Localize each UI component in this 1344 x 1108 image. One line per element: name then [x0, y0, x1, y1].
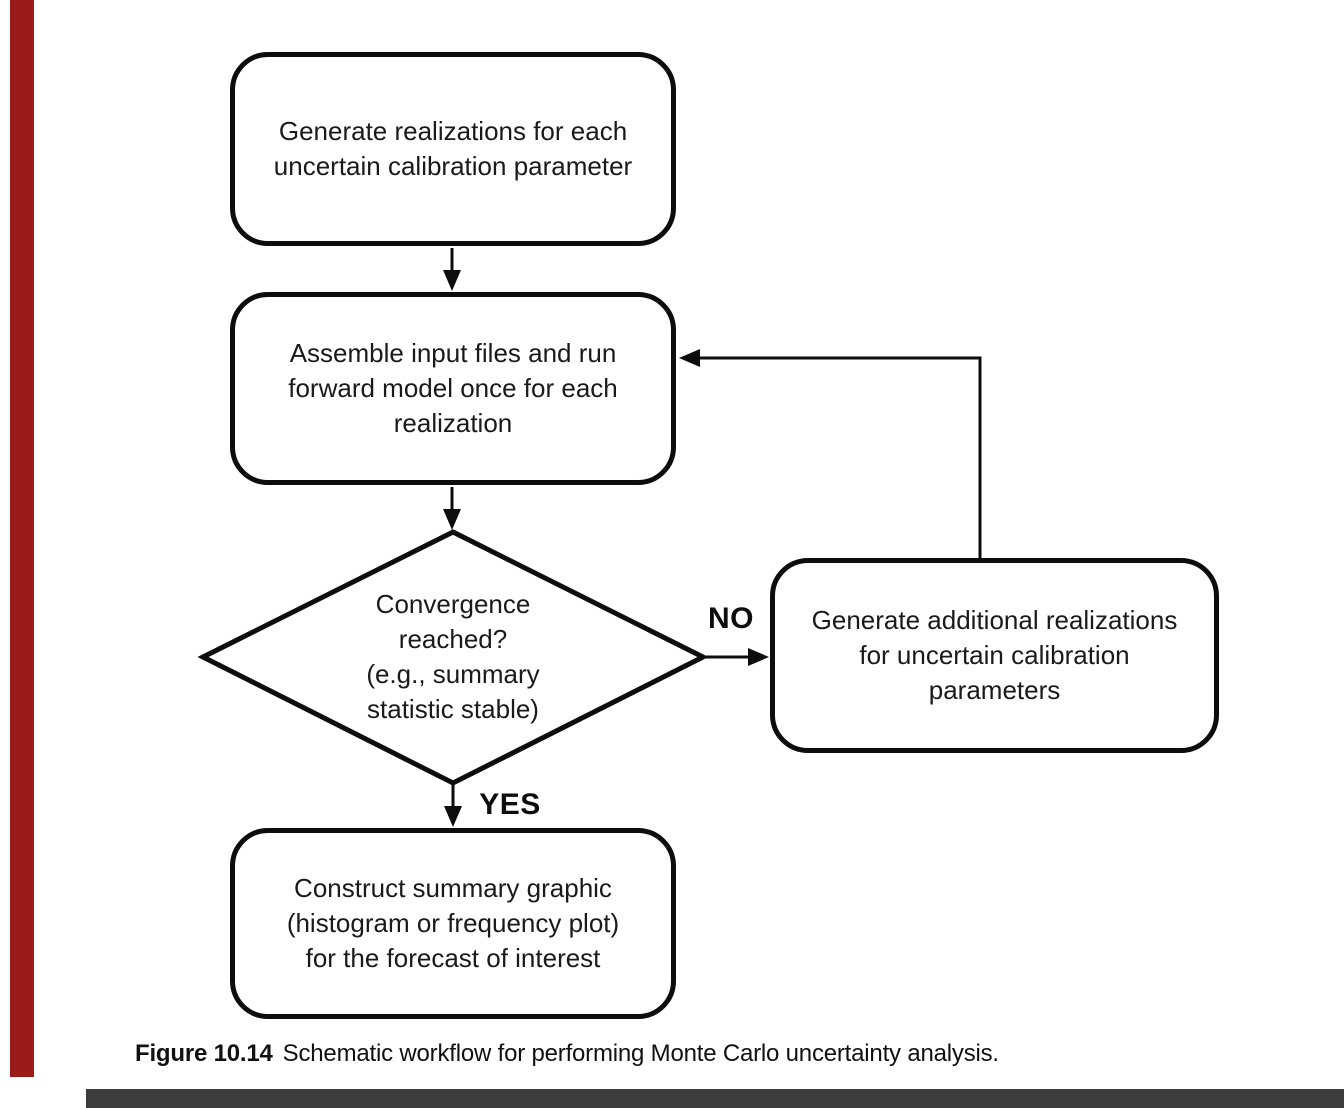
figure-caption: Figure 10.14 Schematic workflow for perfo… — [135, 1040, 1195, 1068]
node-text-line: Construct summary graphic — [294, 873, 612, 903]
connector-feedback-loop — [698, 356, 982, 558]
node-text-line: (histogram or frequency plot) — [286, 908, 620, 938]
yes-branch-label: YES — [479, 788, 541, 821]
node-text-line: forward model once for each — [288, 373, 618, 403]
node-text-line: statistic stable) — [367, 694, 539, 724]
arrowhead-feedback-loop — [679, 349, 700, 367]
no-branch-label: NO — [708, 602, 754, 635]
node-text-line: reached? — [398, 624, 508, 654]
node-assemble-run-model: Assemble input files and run forward mod… — [230, 292, 676, 485]
node-text-line: Generate realizations for each — [278, 116, 628, 146]
arrowhead-assemble-to-decision — [443, 509, 461, 530]
node-generate-realizations: Generate realizations for each uncertain… — [230, 52, 676, 246]
figure-caption-text: Schematic workflow for performing Monte … — [282, 1040, 999, 1067]
node-construct-summary: Construct summary graphic (histogram or … — [230, 828, 676, 1019]
node-text-line: realization — [393, 408, 513, 438]
left-accent-bar — [10, 0, 34, 1077]
node-text-line: (e.g., summary — [366, 659, 540, 689]
node-convergence-decision-text: Convergence reached? (e.g., summary stat… — [303, 587, 603, 727]
arrowhead-yes-branch — [444, 806, 462, 827]
node-text-line: Assemble input files and run — [289, 338, 617, 368]
node-text-line: uncertain calibration parameter — [273, 151, 633, 181]
node-text-line: Generate additional realizations — [811, 605, 1178, 635]
arrowhead-no-branch — [748, 648, 769, 666]
figure-caption-number: Figure 10.14 — [135, 1040, 273, 1067]
node-generate-additional: Generate additional realizations for unc… — [770, 558, 1219, 753]
node-text-line: parameters — [928, 675, 1061, 705]
bottom-bar — [86, 1089, 1344, 1108]
arrowhead-generate-to-assemble — [443, 270, 461, 291]
node-text-line: Convergence — [375, 589, 531, 619]
decision-diamond — [197, 529, 709, 786]
node-text-line: for the forecast of interest — [305, 943, 601, 973]
node-text-line: for uncertain calibration — [859, 640, 1130, 670]
